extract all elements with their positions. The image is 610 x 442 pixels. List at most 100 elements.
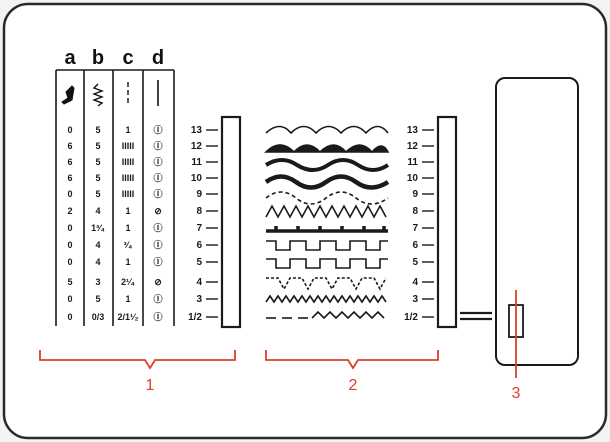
triangle-zigzag-stitch xyxy=(265,204,387,219)
cell-a: 5 xyxy=(67,277,72,287)
cell-b: 4 xyxy=(95,257,100,267)
cell-d: Ⓘ xyxy=(153,293,162,304)
cell-b: 4 xyxy=(95,206,100,216)
cell-d: Ⓘ xyxy=(153,140,162,151)
scallop-stitch xyxy=(265,125,389,135)
cell-d: Ⓘ xyxy=(153,222,162,233)
cell-b: 5 xyxy=(95,125,100,135)
callout-label-3: 3 xyxy=(512,385,521,402)
dashed-vee-stitch xyxy=(266,277,387,291)
table-row: 0 0/3 2/1¹⁄₂ Ⓘ xyxy=(67,311,162,322)
table-row: 6 5 IIIII Ⓘ xyxy=(67,156,162,167)
table-row: 2 4 1 ⊘ xyxy=(67,206,161,216)
scale-label: 6 xyxy=(196,240,202,251)
scale-label: 10 xyxy=(407,173,419,184)
cell-c: 1 xyxy=(125,125,130,135)
table-row: 5 3 2¹⁄₄ ⊘ xyxy=(67,277,161,287)
scale-label: 11 xyxy=(407,157,418,168)
table-row: 0 4 1 Ⓘ xyxy=(67,256,162,267)
cell-c: 1 xyxy=(125,257,130,267)
cell-d: ⊘ xyxy=(154,206,162,216)
cell-c: 2/1¹⁄₂ xyxy=(117,312,138,322)
right-scale: 13 12 11 10 9 8 7 6 5 4 3 1/2 xyxy=(404,125,434,323)
scale-label: 9 xyxy=(412,189,418,200)
cell-a: 0 xyxy=(67,189,72,199)
scale-label: 5 xyxy=(196,257,202,268)
scale-label: 13 xyxy=(407,125,419,136)
scale-label: 4 xyxy=(196,277,202,288)
cell-b: 3 xyxy=(95,277,100,287)
cell-d: Ⓘ xyxy=(153,172,162,183)
cell-a: 0 xyxy=(67,125,72,135)
cell-c: IIIII xyxy=(122,141,135,151)
cell-c: 1 xyxy=(125,294,130,304)
square-wave-stitch xyxy=(266,240,388,251)
cell-d: Ⓘ xyxy=(153,311,162,322)
scale-label: 8 xyxy=(196,206,202,217)
left-scale: 13 12 11 10 9 8 7 6 5 4 3 1/2 xyxy=(188,125,218,323)
cell-b: 5 xyxy=(95,141,100,151)
cell-d: Ⓘ xyxy=(153,256,162,267)
cell-a: 6 xyxy=(67,141,72,151)
cell-a: 0 xyxy=(67,257,72,267)
small-zigzag-stitch xyxy=(265,294,387,304)
connector-bars xyxy=(460,311,492,321)
bar-tack-stitch xyxy=(266,226,388,233)
cell-a: 0 xyxy=(67,223,72,233)
scale-label: 8 xyxy=(412,206,418,217)
stitch-patterns xyxy=(264,125,390,320)
scale-label: 13 xyxy=(191,125,203,136)
callout-bracket-1 xyxy=(39,350,236,370)
cell-d: ⊘ xyxy=(154,277,162,287)
cell-c: IIIII xyxy=(122,173,135,183)
cell-c: ³⁄₄ xyxy=(124,240,133,250)
cell-a: 6 xyxy=(67,157,72,167)
col-header-b: b xyxy=(92,47,104,69)
satin-wave-stitch xyxy=(264,158,390,172)
cell-a: 0 xyxy=(67,312,72,322)
left-selector-slot xyxy=(220,115,242,329)
cell-b: 5 xyxy=(95,173,100,183)
cell-a: 0 xyxy=(67,294,72,304)
scale-label: 5 xyxy=(412,257,418,268)
presser-foot-icon xyxy=(61,85,75,105)
satin-scallop-stitch xyxy=(264,144,390,154)
cell-b: 5 xyxy=(95,294,100,304)
cell-d: Ⓘ xyxy=(153,156,162,167)
scale-label: 12 xyxy=(191,141,203,152)
scale-label: 11 xyxy=(191,157,202,168)
scale-label: 1/2 xyxy=(188,312,202,323)
scale-label: 3 xyxy=(412,294,418,305)
cell-a: 0 xyxy=(67,240,72,250)
square-wave-stitch xyxy=(266,258,388,269)
table-row: 0 1³⁄₄ 1 Ⓘ xyxy=(67,222,162,233)
cell-b: 0/3 xyxy=(92,312,105,322)
cell-c: 2¹⁄₄ xyxy=(121,277,135,287)
table-row: 0 5 IIIII Ⓘ xyxy=(67,188,162,199)
satin-serpentine-stitch xyxy=(264,174,390,190)
table-row: 0 5 1 Ⓘ xyxy=(67,293,162,304)
zigzag-stitch-icon xyxy=(92,83,104,107)
table-row: 0 5 1 Ⓘ xyxy=(67,124,162,135)
scale-label: 4 xyxy=(412,277,418,288)
table-rows: 0 5 1 Ⓘ 6 5 IIIII Ⓘ 6 5 IIIII Ⓘ 6 5 IIII… xyxy=(67,124,162,322)
cell-c: IIIII xyxy=(122,157,135,167)
table-row: 6 5 IIIII Ⓘ xyxy=(67,172,162,183)
cell-b: 5 xyxy=(95,157,100,167)
settings-table xyxy=(55,69,175,326)
callout-label-1: 1 xyxy=(146,377,155,394)
callout-label-2: 2 xyxy=(349,377,358,394)
scale-label: 3 xyxy=(196,294,202,305)
scale-label: 7 xyxy=(412,223,418,234)
cell-b: 4 xyxy=(95,240,100,250)
cell-c: 1 xyxy=(125,223,130,233)
cell-a: 2 xyxy=(67,206,72,216)
table-row: 0 4 ³⁄₄ Ⓘ xyxy=(67,239,162,250)
scale-label: 12 xyxy=(407,141,419,152)
cell-b: 5 xyxy=(95,189,100,199)
scale-label: 6 xyxy=(412,240,418,251)
cell-a: 6 xyxy=(67,173,72,183)
scale-label: 7 xyxy=(196,223,202,234)
